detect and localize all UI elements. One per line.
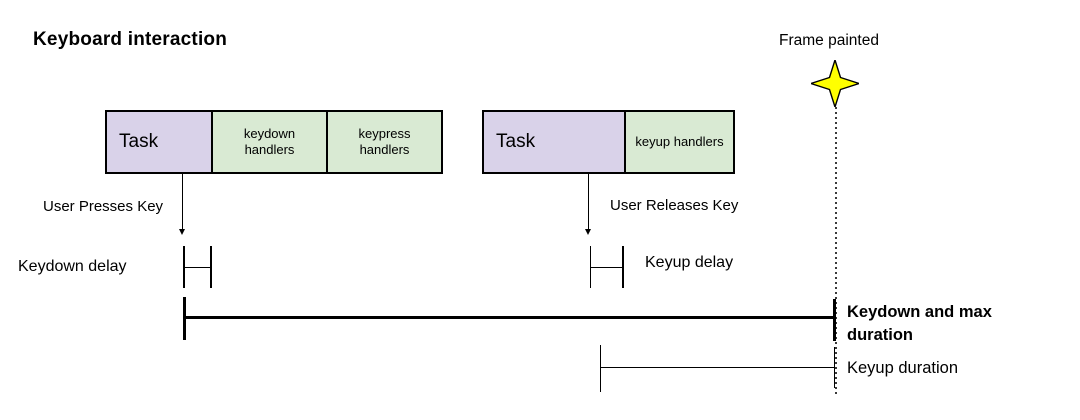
keyup-duration-left-cap [599,345,601,392]
keyup-duration-line [600,367,835,369]
diagram-title: Keyboard interaction [33,29,228,50]
keydown-duration-label: Keydown and max duration [847,303,992,344]
user-presses-key-arrow-line [181,174,183,229]
user-releases-key-arrow-line [587,174,589,229]
keydown-delay-label: Keydown delay [18,258,127,275]
task-label: Task [119,131,159,152]
keydown-duration-left-cap [183,297,186,340]
keydown-delay-connector [183,266,211,268]
user-presses-key-arrowhead [178,229,185,235]
keyup-delay-label: Keyup delay [645,254,734,271]
keydown-handlers-label: keydown handlers [243,126,296,157]
user-releases-key-arrowhead [584,229,591,235]
keyup-handlers-cell: keyup handlers [624,112,733,172]
keyup-task-block: Task keyup handlers [482,110,735,174]
user-presses-key-label: User Presses Key [43,198,164,215]
task-cell: Task [107,112,211,172]
keydown-task-block: Task keydown handlers keypress handlers [105,110,443,174]
keydown-duration-line [184,316,835,319]
keypress-handlers-cell: keypress handlers [326,112,441,172]
task-label: Task [496,131,536,152]
frame-painted-label: Frame painted [779,32,879,49]
keyup-delay-connector [589,266,624,268]
user-releases-key-label: User Releases Key [610,197,739,214]
frame-painted-dotted-line [835,107,837,396]
keyup-duration-right-cap [834,347,836,388]
keyup-handlers-label: keyup handlers [635,134,724,149]
keydown-handlers-cell: keydown handlers [211,112,326,172]
keypress-handlers-label: keypress handlers [358,126,411,157]
keyup-duration-label: Keyup duration [847,359,958,377]
keydown-duration-right-cap [832,299,836,341]
four-point-star-icon [808,57,862,110]
task-cell: Task [484,112,624,172]
